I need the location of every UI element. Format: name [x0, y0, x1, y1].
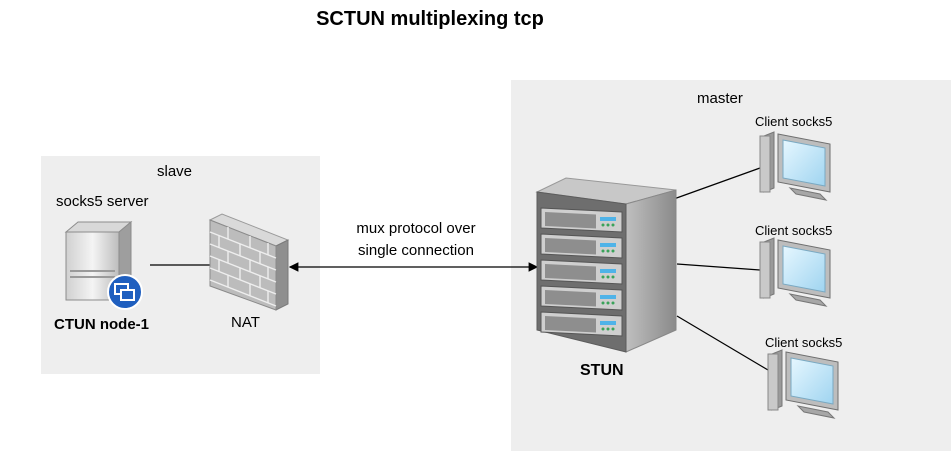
mux-label-line1: mux protocol over	[356, 220, 476, 237]
server-rack-slots	[540, 207, 623, 337]
diagram-title: SCTUN multiplexing tcp	[316, 8, 544, 30]
remote-desktop-badge-icon	[107, 274, 143, 310]
client-links	[670, 167, 769, 371]
client-label-2: Client socks5	[755, 223, 833, 238]
node-label: CTUN node-1	[54, 316, 149, 333]
slave-label: slave	[157, 163, 193, 180]
client-label-1: Client socks5	[755, 114, 833, 129]
rack-unit	[540, 233, 623, 259]
link-client-1	[670, 167, 761, 201]
link-client-2	[676, 263, 761, 271]
client-icons	[759, 131, 839, 419]
firewall-icon	[208, 213, 290, 311]
client-label-3: Client socks5	[765, 335, 843, 350]
master-label: master	[697, 90, 743, 107]
socks5-server-label: socks5 server	[56, 193, 149, 210]
mux-label-line2: single connection	[358, 242, 474, 259]
rack-unit	[540, 207, 623, 233]
desktop-computer-icon	[759, 237, 831, 307]
rack-unit	[540, 311, 623, 337]
desktop-computer-icon	[759, 131, 831, 201]
nat-label: NAT	[231, 314, 260, 331]
rack-unit	[540, 285, 623, 311]
link-client-3	[676, 315, 769, 371]
desktop-computer-icon	[767, 349, 839, 419]
stun-label: STUN	[580, 362, 624, 379]
rack-unit	[540, 259, 623, 285]
